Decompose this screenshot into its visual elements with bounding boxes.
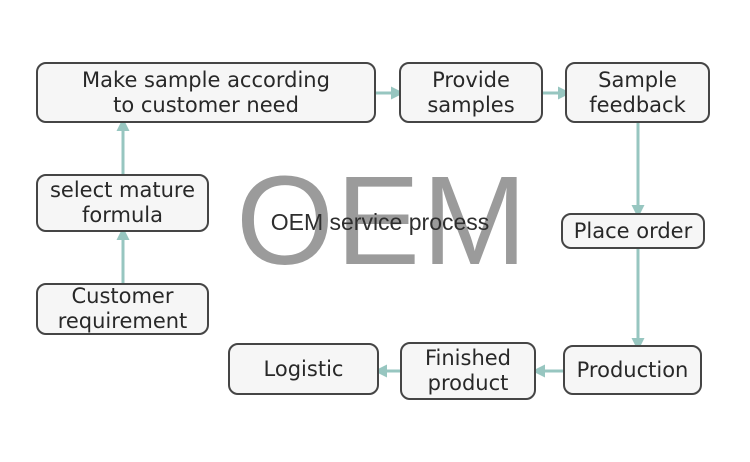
process-node-select-mature-formula[interactable]: select mature formula bbox=[36, 174, 209, 232]
process-node-make-sample-label: Make sample according to customer need bbox=[82, 67, 330, 117]
process-node-sample-feedback[interactable]: Sample feedback bbox=[565, 62, 710, 123]
process-node-place-order-label: Place order bbox=[573, 218, 693, 243]
process-node-sample-feedback-label: Sample feedback bbox=[589, 67, 686, 117]
process-node-customer-requirement-label: Customer requirement bbox=[57, 284, 188, 333]
arrow-customer-requirement-to-select-formula bbox=[112, 227, 134, 289]
process-node-make-sample[interactable]: Make sample according to customer need bbox=[36, 62, 376, 123]
process-node-production-label: Production bbox=[576, 357, 689, 382]
arrow-sample-feedback-to-place-order bbox=[627, 118, 649, 218]
oem-watermark-text: OEM bbox=[236, 150, 530, 291]
process-node-logistic[interactable]: Logistic bbox=[228, 343, 379, 395]
process-node-logistic-label: Logistic bbox=[263, 356, 344, 381]
diagram-title: OEM service process bbox=[270, 209, 490, 235]
process-node-provide-samples[interactable]: Provide samples bbox=[399, 62, 543, 123]
process-node-production[interactable]: Production bbox=[563, 345, 702, 395]
process-node-finished-product[interactable]: Finished product bbox=[400, 342, 536, 400]
process-node-customer-requirement[interactable]: Customer requirement bbox=[36, 283, 209, 335]
process-node-provide-samples-label: Provide samples bbox=[427, 67, 515, 117]
process-node-place-order[interactable]: Place order bbox=[561, 213, 705, 249]
process-node-finished-product-label: Finished product bbox=[424, 346, 512, 395]
arrow-select-formula-to-make-sample bbox=[112, 118, 134, 180]
arrow-place-order-to-production bbox=[627, 245, 649, 351]
process-node-select-mature-formula-label: select mature formula bbox=[49, 178, 196, 227]
